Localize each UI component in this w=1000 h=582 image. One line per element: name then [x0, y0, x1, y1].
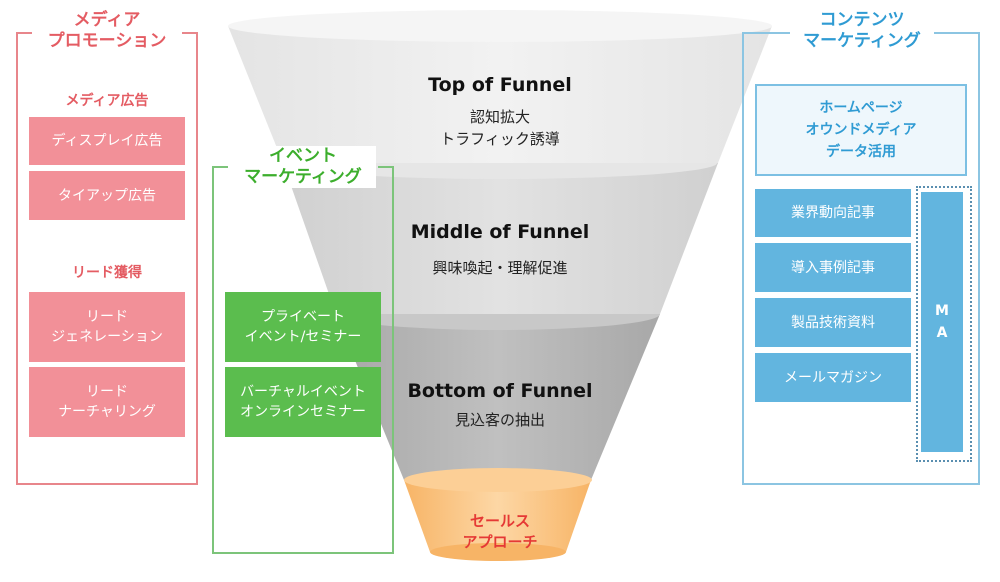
private-event-box: プライベート イベント/セミナー — [225, 292, 381, 362]
sales-rim — [404, 468, 592, 492]
owned-media-box: ホームページ オウンドメディア データ活用 — [755, 84, 967, 176]
funnel-middle-segment — [283, 163, 718, 314]
marketing-automation-bar: M A — [921, 192, 963, 452]
media-promotion-title: メディア プロモーション — [34, 10, 180, 52]
event-frame-top-right — [378, 166, 394, 168]
lead-nurturing-box: リード ナーチャリング — [29, 367, 185, 437]
bottom-of-funnel-title: Bottom of Funnel — [407, 380, 593, 402]
industry-trends-box: 業界動向記事 — [755, 189, 911, 237]
funnel-top-segment — [228, 26, 772, 163]
tieup-ads-box: タイアップ広告 — [29, 171, 185, 220]
media-frame-top-right — [182, 32, 198, 34]
case-study-box: 導入事例記事 — [755, 243, 911, 292]
newsletter-box: メールマガジン — [755, 353, 911, 402]
sales-bottom — [430, 543, 566, 561]
content-marketing-title: コンテンツ マーケティング — [790, 10, 934, 52]
bottom-of-funnel-desc: 見込客の抽出 — [454, 411, 545, 429]
display-ads-box: ディスプレイ広告 — [29, 117, 185, 165]
content-frame-top-left — [742, 32, 790, 34]
virtual-event-box: バーチャルイベント オンラインセミナー — [225, 367, 381, 437]
event-marketing-title: イベント マーケティング — [230, 146, 376, 188]
funnel-bottom-segment — [336, 314, 660, 480]
sales-segment — [404, 480, 591, 552]
middle-of-funnel-desc: 興味喚起・理解促進 — [432, 259, 568, 277]
middle-of-funnel-title: Middle of Funnel — [410, 221, 590, 243]
event-frame-top-left — [212, 166, 228, 168]
content-marketing-frame — [742, 32, 980, 485]
media-frame-top-left — [16, 32, 32, 34]
funnel-top-rim — [228, 10, 772, 42]
media-promotion-frame — [16, 32, 198, 485]
lead-generation-box: リード ジェネレーション — [29, 292, 185, 362]
media-ads-heading: メディア広告 — [65, 93, 149, 109]
event-marketing-frame — [212, 166, 394, 554]
sales-approach-label: セールス アプローチ — [462, 512, 538, 551]
top-of-funnel-title: Top of Funnel — [428, 74, 572, 96]
top-of-funnel-desc: 認知拡大 トラフィック誘導 — [440, 108, 560, 148]
ma-outline — [916, 186, 972, 462]
lead-acquisition-heading: リード獲得 — [72, 265, 142, 281]
technical-docs-box: 製品技術資料 — [755, 298, 911, 347]
content-frame-top-right — [934, 32, 980, 34]
